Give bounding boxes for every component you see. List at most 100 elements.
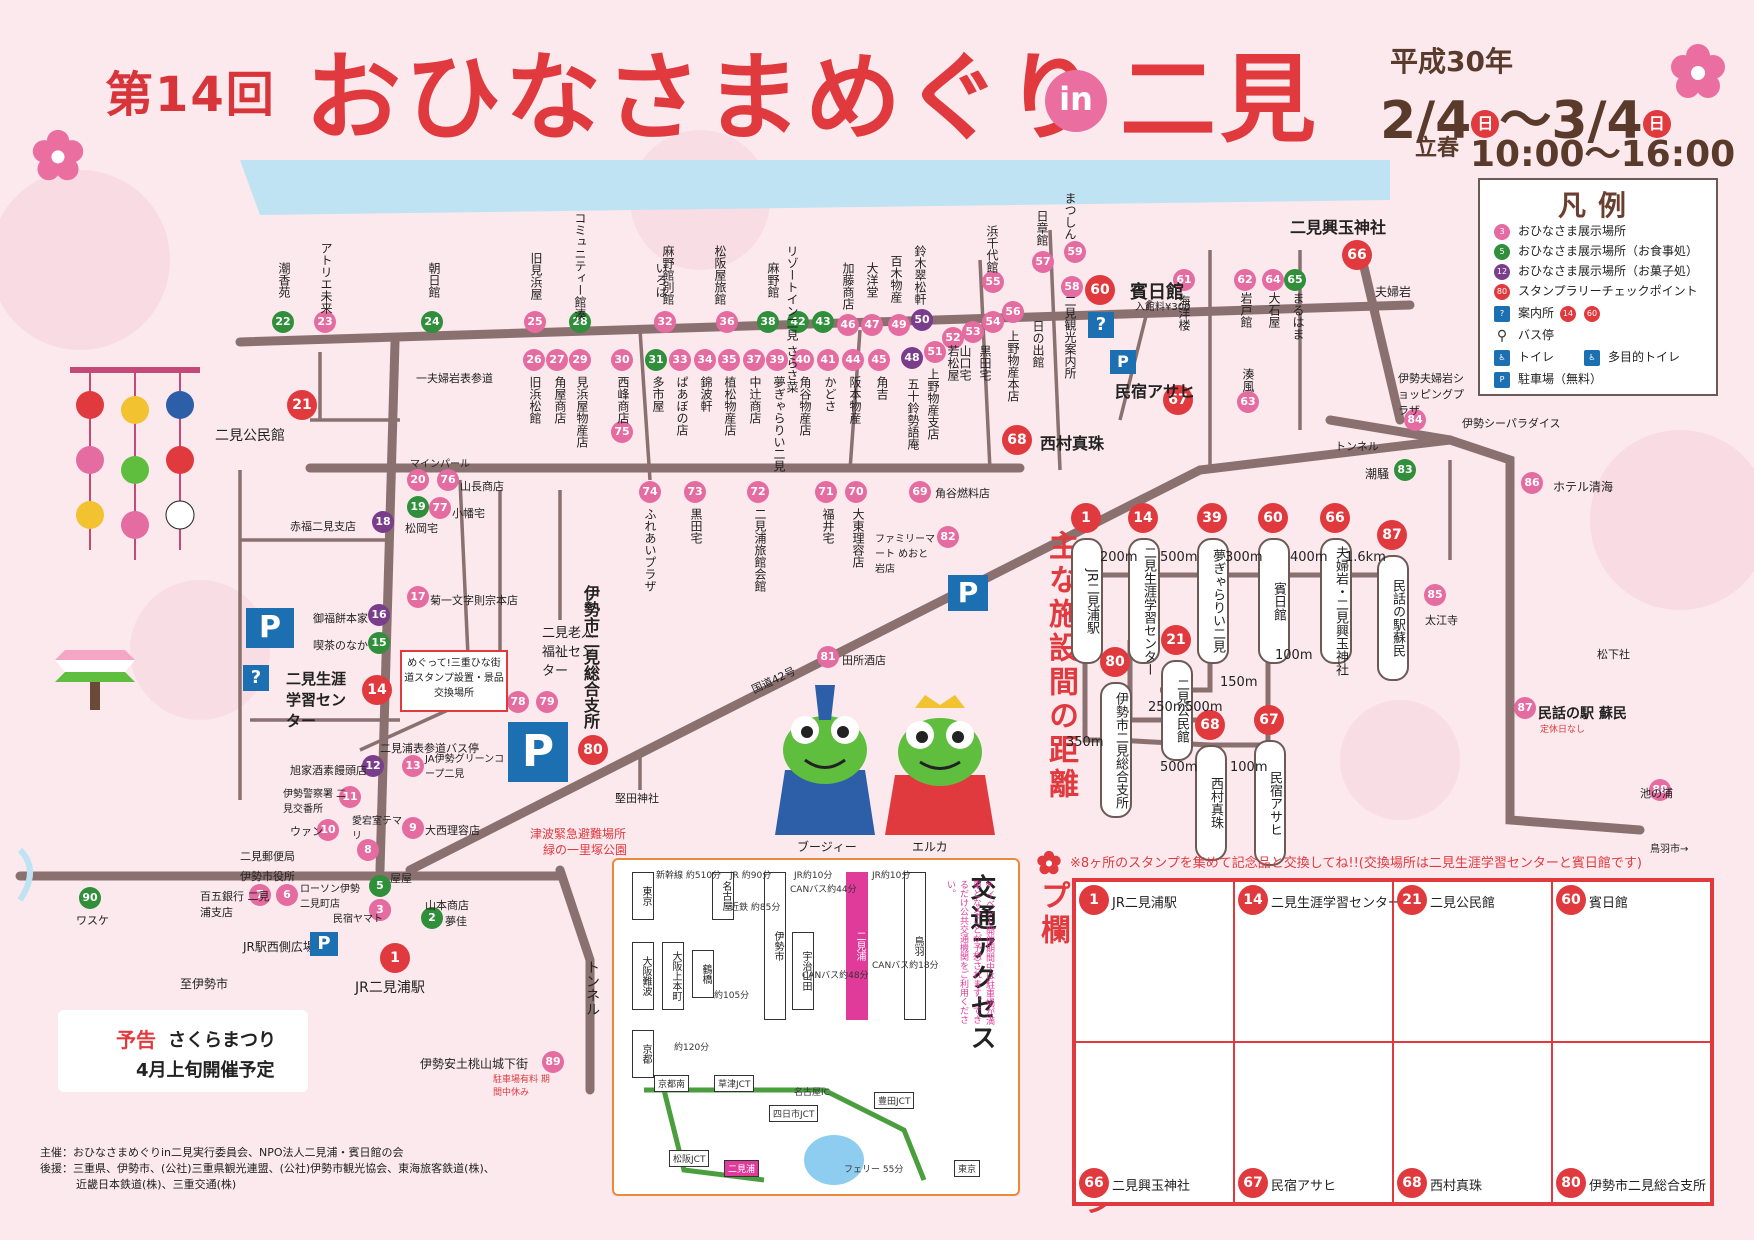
site-marker: 83 xyxy=(1394,459,1416,481)
street-label: 鈴木翠松軒 xyxy=(913,245,927,305)
legend-title: 凡例 xyxy=(1557,189,1638,222)
access-title: 交通アクセス xyxy=(966,874,996,1054)
site-marker: 63 xyxy=(1237,391,1259,413)
street-label: 日の出館 xyxy=(1031,320,1045,368)
label-nishimura: 西村真珠 xyxy=(1040,434,1105,453)
street-label: 日章館 xyxy=(1035,210,1049,246)
road-node: 草津JCT xyxy=(714,1075,755,1092)
notice-label: 予告 xyxy=(116,1028,156,1052)
site-marker: 15 xyxy=(368,632,390,654)
legend-item: ♿トイレ♿多目的トイレ xyxy=(1494,348,1680,366)
access-time: 約105分 xyxy=(714,991,750,1001)
sea xyxy=(240,160,1390,215)
street-label: 山口宅 xyxy=(958,345,972,381)
stamp-number: 21 xyxy=(1397,885,1427,915)
road-node: 東京 xyxy=(954,1160,981,1177)
label-ikenoura: 池の浦 xyxy=(1640,787,1673,800)
street-label: 若松屋 xyxy=(946,345,960,381)
station-tokyo: 東京 xyxy=(632,872,654,920)
site-marker: 2 xyxy=(421,907,443,929)
distance-node: JR二見浦駅 xyxy=(1071,538,1103,664)
legend-label: おひなさま展示場所 xyxy=(1518,224,1627,238)
stamp-location: 賓日館 xyxy=(1589,896,1629,911)
label-meoto-plaza: 伊勢夫婦岩ショッピングプラザ xyxy=(1398,372,1464,417)
footer-credits: 主催：おひなさまめぐりin二見実行委員会、NPO法人二見浦・賓日館の会 後援：三… xyxy=(40,1145,495,1193)
distance-value: 100m xyxy=(1275,648,1313,663)
street-label: 大洋堂 xyxy=(865,262,879,298)
legend-label: バス停 xyxy=(1518,328,1555,342)
legend-label: 案内所 xyxy=(1518,306,1555,320)
distance-node: 夫婦岩・二見興玉神社 xyxy=(1320,538,1352,676)
distance-node-marker: 39 xyxy=(1197,503,1227,533)
label-katada: 堅田神社 xyxy=(615,792,659,805)
distance-node-marker: 68 xyxy=(1195,710,1225,740)
site-marker: 64 xyxy=(1262,269,1284,291)
site-marker: 6 xyxy=(276,884,298,906)
day-badge-end: 日 xyxy=(1642,110,1671,138)
label-shiosai: 潮騒 xyxy=(1365,467,1390,481)
street-label: 上野物産支店 xyxy=(926,368,940,440)
station-toba: 鳥羽 xyxy=(904,872,926,1020)
stamp-number: 68 xyxy=(1397,1168,1427,1198)
site-marker: 85 xyxy=(1424,584,1446,606)
site-marker: 45 xyxy=(868,349,890,371)
site-marker: 65 xyxy=(1284,269,1306,291)
label-sekihin: 赤福二見支店 xyxy=(290,520,356,533)
access-time: CANバス約48分 xyxy=(802,971,869,981)
stamp-number: 60 xyxy=(1556,885,1586,915)
distance-node-marker: 1 xyxy=(1071,503,1101,533)
label-toba: 鳥羽市→ xyxy=(1650,844,1689,855)
day-badge-start: 日 xyxy=(1471,110,1500,138)
distance-value: 150m xyxy=(1220,675,1258,690)
site-marker: 28 xyxy=(569,311,591,333)
street-label: アトリエ未来 xyxy=(319,242,333,314)
checkpoint-marker: 60 xyxy=(1085,275,1115,305)
site-marker: 40 xyxy=(792,349,814,371)
notice-event: さくらまつり xyxy=(168,1030,276,1051)
road-node: 二見浦 xyxy=(724,1160,760,1177)
site-marker: 52 xyxy=(942,327,964,349)
sakura-festival-notice: 予告 さくらまつり 4月上旬開催予定 xyxy=(58,1010,308,1092)
site-marker: 88 xyxy=(1649,779,1671,801)
checkpoint-marker: 1 xyxy=(380,943,410,973)
legend-label: おひなさま展示場所（お食事処） xyxy=(1518,244,1699,258)
access-time: CANバス約44分 xyxy=(790,885,857,895)
site-marker: 71 xyxy=(815,481,837,503)
site-marker: 36 xyxy=(716,311,738,333)
street-label: 海洋楼 xyxy=(1177,295,1191,331)
label-sogo: 伊勢市二見総合支所 xyxy=(581,585,600,729)
station-nagoya: 名古屋 xyxy=(712,872,734,920)
frog-buji-label: ブージィー xyxy=(797,840,857,854)
site-marker: 77 xyxy=(429,497,451,519)
frog-eruka-label: エルカ xyxy=(912,840,948,854)
street-label: リゾートイン二見 さらさ菜 xyxy=(785,245,799,393)
stamp-number: 80 xyxy=(1556,1168,1586,1198)
label-yamamoto: 山本商店 xyxy=(425,899,469,912)
label-matsuyoshi: 松岡宅 xyxy=(405,522,438,535)
stamp-number: 14 xyxy=(1238,885,1268,915)
site-marker: 11 xyxy=(339,786,361,808)
site-marker: 74 xyxy=(639,481,661,503)
street-label: 大石屋 xyxy=(1267,292,1281,328)
label-meoto: 夫婦岩 xyxy=(1375,285,1412,299)
label-minshuku: 民宿アサヒ xyxy=(1115,382,1196,401)
site-marker: 13 xyxy=(402,755,424,777)
station-osaka-namba: 大阪難波 xyxy=(632,942,654,1010)
site-marker: 50 xyxy=(911,309,933,331)
label-yumeka: 夢佳 xyxy=(445,915,467,928)
label-wan: ウァン xyxy=(290,825,323,838)
access-time: JR約10分 xyxy=(794,871,833,881)
station-iseshi: 伊勢市 xyxy=(764,872,786,1020)
street-label: 岩戸館 xyxy=(1239,292,1253,328)
site-marker: 33 xyxy=(669,349,691,371)
site-marker: 26 xyxy=(523,349,545,371)
checkpoint-marker: 21 xyxy=(287,390,317,420)
label-kikuichi: 菊一文字則宗本店 xyxy=(430,594,518,607)
stamp-location: 伊勢市二見総合支所 xyxy=(1589,1179,1707,1194)
